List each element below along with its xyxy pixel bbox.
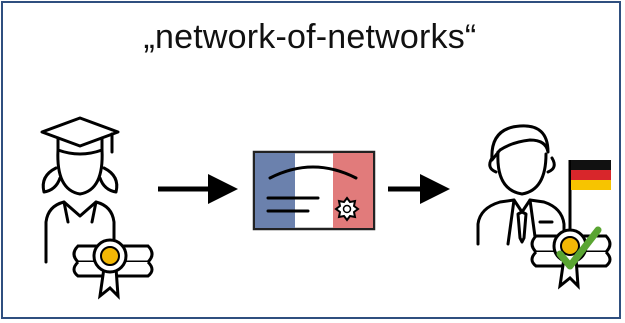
businessman-icon — [476, 124, 566, 246]
graduate-icon — [40, 116, 120, 264]
seal-icon — [334, 196, 360, 222]
diagram-title: „network-of-networks“ — [143, 18, 477, 56]
diploma-icon — [72, 238, 154, 300]
german-flag-icon — [568, 160, 611, 232]
ribbon-icon — [97, 267, 120, 300]
french-credential-icon — [252, 150, 376, 231]
verified-diploma-icon — [530, 226, 612, 290]
checkmark-icon — [556, 226, 602, 270]
